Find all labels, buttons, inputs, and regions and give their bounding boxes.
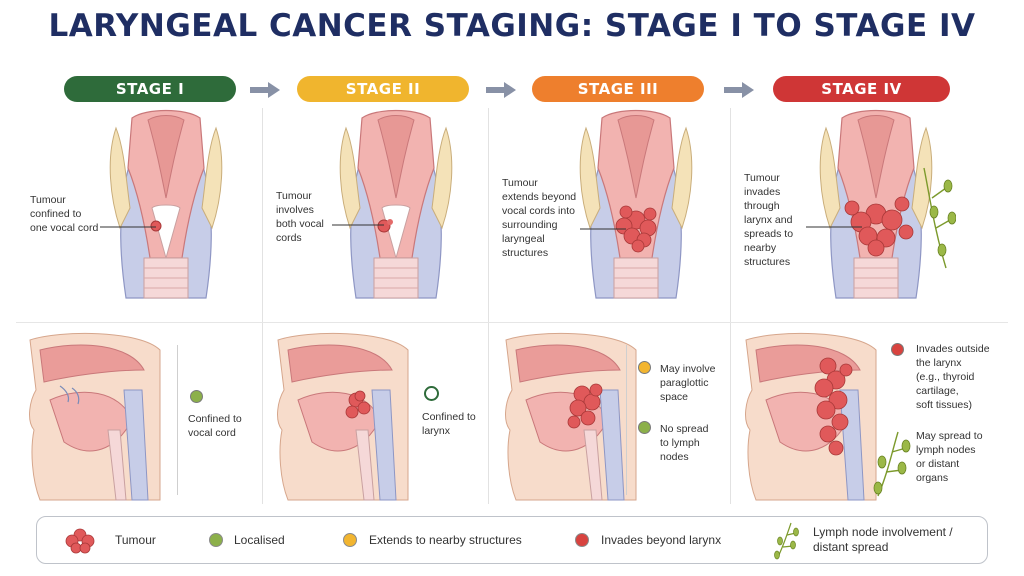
label-line: Tumour bbox=[744, 172, 780, 184]
legend-label-extends: Extends to nearby structures bbox=[369, 533, 522, 547]
label-line: surrounding bbox=[502, 219, 558, 231]
pointer-line bbox=[580, 228, 626, 230]
larynx-front-view-stage-2 bbox=[339, 109, 453, 299]
stage-4-front-label: Tumour invades through larynx and spread… bbox=[744, 171, 793, 269]
green-dot-icon bbox=[209, 533, 223, 547]
yellow-dot-icon bbox=[343, 533, 357, 547]
label-line: organs bbox=[916, 472, 949, 484]
green-dot-icon bbox=[638, 421, 651, 434]
page-title: LARYNGEAL CANCER STAGING: STAGE I TO STA… bbox=[48, 8, 976, 44]
head-side-view-stage-2 bbox=[277, 332, 409, 501]
legend-label-tumour: Tumour bbox=[115, 533, 156, 547]
legend-label-lymph: Lymph node involvement / distant spread bbox=[813, 525, 953, 555]
label-line: both vocal bbox=[276, 218, 324, 230]
stage-4-pill: STAGE IV bbox=[773, 76, 950, 102]
column-divider bbox=[488, 108, 489, 504]
stage-2-side-label: Confined to larynx bbox=[422, 410, 476, 438]
label-line: invades bbox=[744, 186, 781, 198]
head-side-view-stage-1 bbox=[29, 332, 161, 501]
label-line: soft tissues) bbox=[916, 399, 973, 411]
label-line: confined to bbox=[30, 208, 82, 220]
label-line: vocal cords into bbox=[502, 205, 575, 217]
column-divider bbox=[262, 108, 263, 504]
label-line: May involve bbox=[660, 363, 716, 375]
pointer-line bbox=[332, 224, 384, 226]
arrow-right-icon bbox=[724, 82, 754, 98]
stage-1-side-label: Confined to vocal cord bbox=[188, 412, 242, 440]
stage-2-pill: STAGE II bbox=[297, 76, 469, 102]
label-line: Tumour bbox=[30, 194, 66, 206]
label-line: or distant bbox=[916, 458, 960, 470]
lymph-node-icon bbox=[873, 431, 911, 497]
legend-label-localised: Localised bbox=[234, 533, 285, 547]
stage-3-front-label: Tumour extends beyond vocal cords into s… bbox=[502, 176, 576, 260]
stage-4-side-label-2: May spread to lymph nodes or distant org… bbox=[916, 429, 983, 485]
label-line: May spread to bbox=[916, 430, 983, 442]
label-line: spreads to bbox=[744, 228, 794, 240]
label-line: Tumour bbox=[502, 177, 538, 189]
lymph-node-icon bbox=[774, 522, 799, 560]
label-line: cartilage, bbox=[916, 385, 959, 397]
label-line: laryngeal bbox=[502, 233, 545, 245]
label-line: structures bbox=[744, 256, 791, 268]
label-line: Invades outside bbox=[916, 343, 990, 355]
legend: Tumour Localised Extends to nearby struc… bbox=[36, 516, 988, 564]
head-side-view-stage-3 bbox=[505, 332, 637, 501]
red-dot-icon bbox=[891, 343, 904, 356]
yellow-dot-icon bbox=[638, 361, 651, 374]
label-line: through bbox=[744, 200, 780, 212]
pointer-line bbox=[100, 226, 156, 228]
label-line: Lymph node involvement / bbox=[813, 525, 953, 539]
arrow-right-icon bbox=[486, 82, 516, 98]
arrow-right-icon bbox=[250, 82, 280, 98]
label-line: to lymph bbox=[660, 437, 700, 449]
green-dot-icon bbox=[424, 386, 439, 401]
label-line: paraglottic bbox=[660, 377, 709, 389]
larynx-front-view-stage-1 bbox=[109, 109, 223, 299]
label-line: one vocal cord bbox=[30, 222, 99, 234]
row-divider bbox=[16, 322, 1008, 323]
label-line: involves bbox=[276, 204, 314, 216]
label-line: No spread bbox=[660, 423, 709, 435]
head-side-view-stage-4 bbox=[745, 332, 877, 501]
label-line: lymph nodes bbox=[916, 444, 976, 456]
label-line: larynx bbox=[422, 425, 451, 437]
side-panel-rule bbox=[177, 345, 178, 495]
label-line: vocal cord bbox=[188, 427, 236, 439]
larynx-front-view-stage-4 bbox=[819, 109, 956, 299]
label-line: distant spread bbox=[813, 540, 889, 554]
pointer-line bbox=[806, 226, 862, 228]
label-line: (e.g., thyroid bbox=[916, 371, 975, 383]
label-line: Confined to bbox=[188, 413, 242, 425]
label-line: extends beyond bbox=[502, 191, 577, 203]
larynx-front-view-stage-3 bbox=[579, 109, 693, 299]
stage-3-side-label-1: May involve paraglottic space bbox=[660, 362, 715, 404]
stage-3-side-label-2: No spread to lymph nodes bbox=[660, 422, 708, 464]
stage-2-front-label: Tumour involves both vocal cords bbox=[276, 189, 324, 245]
label-line: Confined to bbox=[422, 411, 476, 423]
label-line: structures bbox=[502, 247, 549, 259]
tumour-cluster-icon bbox=[65, 528, 95, 554]
side-panel-rule bbox=[626, 345, 627, 495]
stage-1-pill: STAGE I bbox=[64, 76, 236, 102]
legend-label-invades: Invades beyond larynx bbox=[601, 533, 722, 547]
stage-3-pill: STAGE III bbox=[532, 76, 704, 102]
column-divider bbox=[730, 108, 731, 504]
label-line: nearby bbox=[744, 242, 777, 254]
label-line: Tumour bbox=[276, 190, 312, 202]
label-line: nodes bbox=[660, 451, 689, 463]
green-dot-icon bbox=[190, 390, 203, 403]
stage-1-front-label: Tumour confined to one vocal cord bbox=[30, 193, 98, 235]
label-line: larynx and bbox=[744, 214, 793, 226]
label-line: space bbox=[660, 391, 689, 403]
label-line: cords bbox=[276, 232, 302, 244]
red-dot-icon bbox=[575, 533, 589, 547]
stage-4-side-label-1: Invades outside the larynx (e.g., thyroi… bbox=[916, 342, 990, 412]
label-line: the larynx bbox=[916, 357, 962, 369]
